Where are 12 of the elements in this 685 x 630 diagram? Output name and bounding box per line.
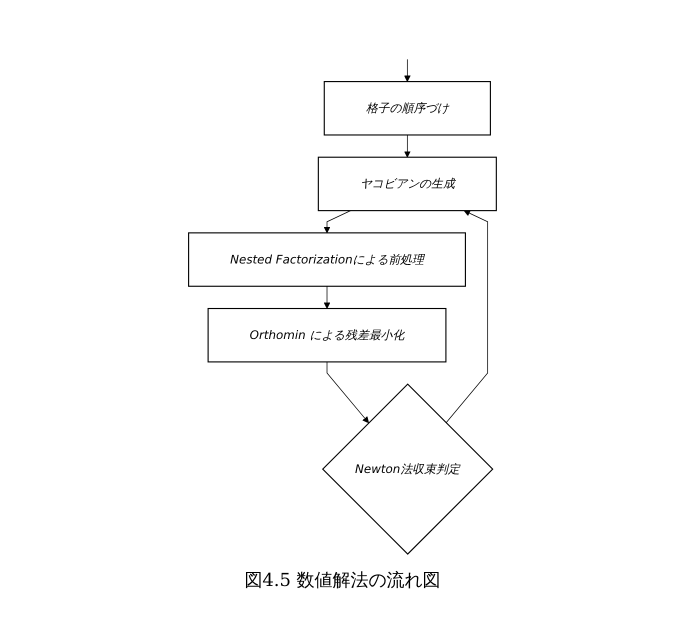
node-diamond: Newton法収束判定 [322, 383, 494, 555]
node-box: Orthomin による残差最小化 [208, 308, 446, 362]
arrow [404, 134, 411, 158]
node-box: ヤコビアンの生成 [318, 156, 497, 212]
node-box: 格子の順序づけ [324, 81, 491, 136]
arrow [326, 362, 369, 424]
figure-caption: 図4.5 数値解法の流れ図 [244, 569, 441, 592]
arrow [324, 286, 330, 309]
arrow [446, 210, 488, 424]
arrow [324, 210, 352, 234]
arrow [404, 58, 411, 82]
node-box: Nested Factorizationによる前処理 [188, 232, 466, 287]
